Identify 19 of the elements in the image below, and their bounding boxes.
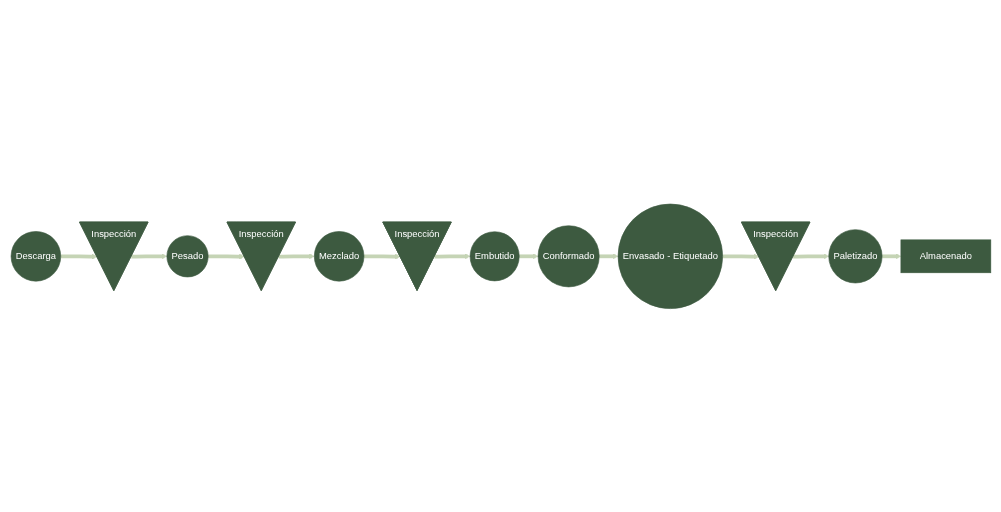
node-box: Almacenado (900, 239, 991, 273)
node-circle: Embutido (469, 231, 520, 281)
arrow (130, 253, 167, 259)
arrow (278, 253, 315, 259)
arrow (518, 253, 538, 259)
node-circle: Mezclado (313, 230, 364, 282)
arrow (598, 253, 618, 259)
node-circle: Envasado - Etiquetado (617, 203, 723, 309)
arrow (721, 253, 759, 259)
arrow (207, 253, 245, 259)
node-circle: Descarga (10, 230, 61, 282)
node-circle: Paletizado (828, 229, 882, 283)
node-circle: Conformado (537, 225, 600, 287)
arrow (434, 253, 470, 259)
arrow (792, 253, 829, 259)
arrow (60, 253, 97, 259)
node-circle: Pesado (166, 235, 209, 277)
arrow (363, 253, 400, 259)
arrow (881, 253, 901, 259)
